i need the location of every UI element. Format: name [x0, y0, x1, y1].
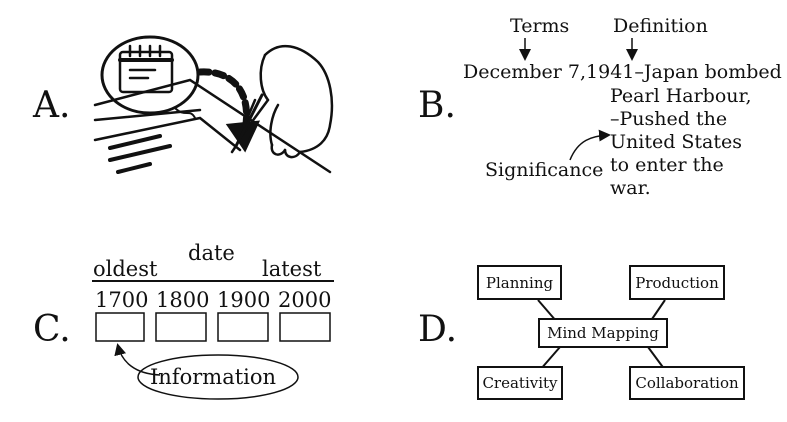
node-planning: Planning	[477, 265, 562, 300]
significance-label: Significance	[485, 159, 604, 181]
definition-line-2: –Pushed the	[610, 108, 728, 130]
node-mind-mapping: Mind Mapping	[538, 318, 668, 348]
year-label: 1800	[156, 288, 210, 312]
node-creativity: Creativity	[477, 366, 563, 400]
year-label: 1900	[217, 288, 271, 312]
year-label: 2000	[278, 288, 332, 312]
definition-label: Definition	[613, 15, 708, 37]
panel-c-letter: C.	[33, 309, 71, 350]
information-label: Information	[150, 365, 277, 389]
latest-label: latest	[262, 257, 322, 281]
panel-b-arrows	[519, 38, 638, 161]
writing-illustration-icon	[93, 35, 334, 174]
panel-a-letter: A.	[33, 85, 71, 126]
oldest-label: oldest	[93, 257, 158, 281]
definition-line-3: United States	[610, 131, 743, 153]
node-collaboration: Collaboration	[629, 366, 745, 400]
date-label: date	[188, 241, 235, 265]
panel-b-letter: B.	[418, 85, 456, 126]
definition-line-1: Pearl Harbour,	[610, 85, 752, 107]
year-label: 1700	[95, 288, 149, 312]
date-definition-text: December 7,1941–Japan bombed	[463, 61, 782, 83]
definition-line-5: war.	[610, 177, 651, 199]
node-production: Production	[629, 265, 725, 300]
timeline-graphics	[92, 280, 334, 400]
terms-label: Terms	[510, 15, 570, 37]
definition-line-4: to enter the	[610, 154, 724, 176]
panel-d-letter: D.	[418, 309, 458, 350]
